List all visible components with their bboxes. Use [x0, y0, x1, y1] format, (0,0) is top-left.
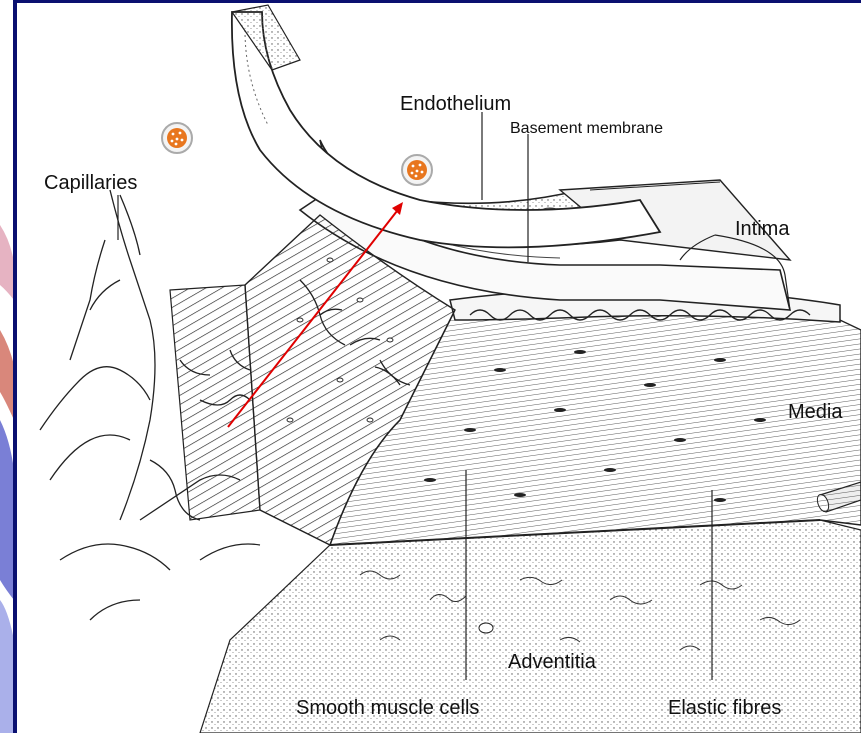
label-endothelium: Endothelium: [400, 93, 511, 115]
adventitia-cell: [479, 623, 493, 633]
label-media: Media: [788, 401, 843, 423]
label-elastic-fibres: Elastic fibres: [668, 697, 781, 719]
label-basement-membrane: Basement membrane: [510, 120, 663, 137]
lipoprotein-particle-top-left: [162, 123, 192, 153]
label-intima: Intima: [735, 218, 790, 240]
lipoprotein-particle-endothelium: [402, 155, 432, 185]
label-capillaries: Capillaries: [44, 172, 137, 194]
label-smooth-muscle-cells: Smooth muscle cells: [296, 697, 479, 719]
label-adventitia: Adventitia: [508, 651, 597, 673]
